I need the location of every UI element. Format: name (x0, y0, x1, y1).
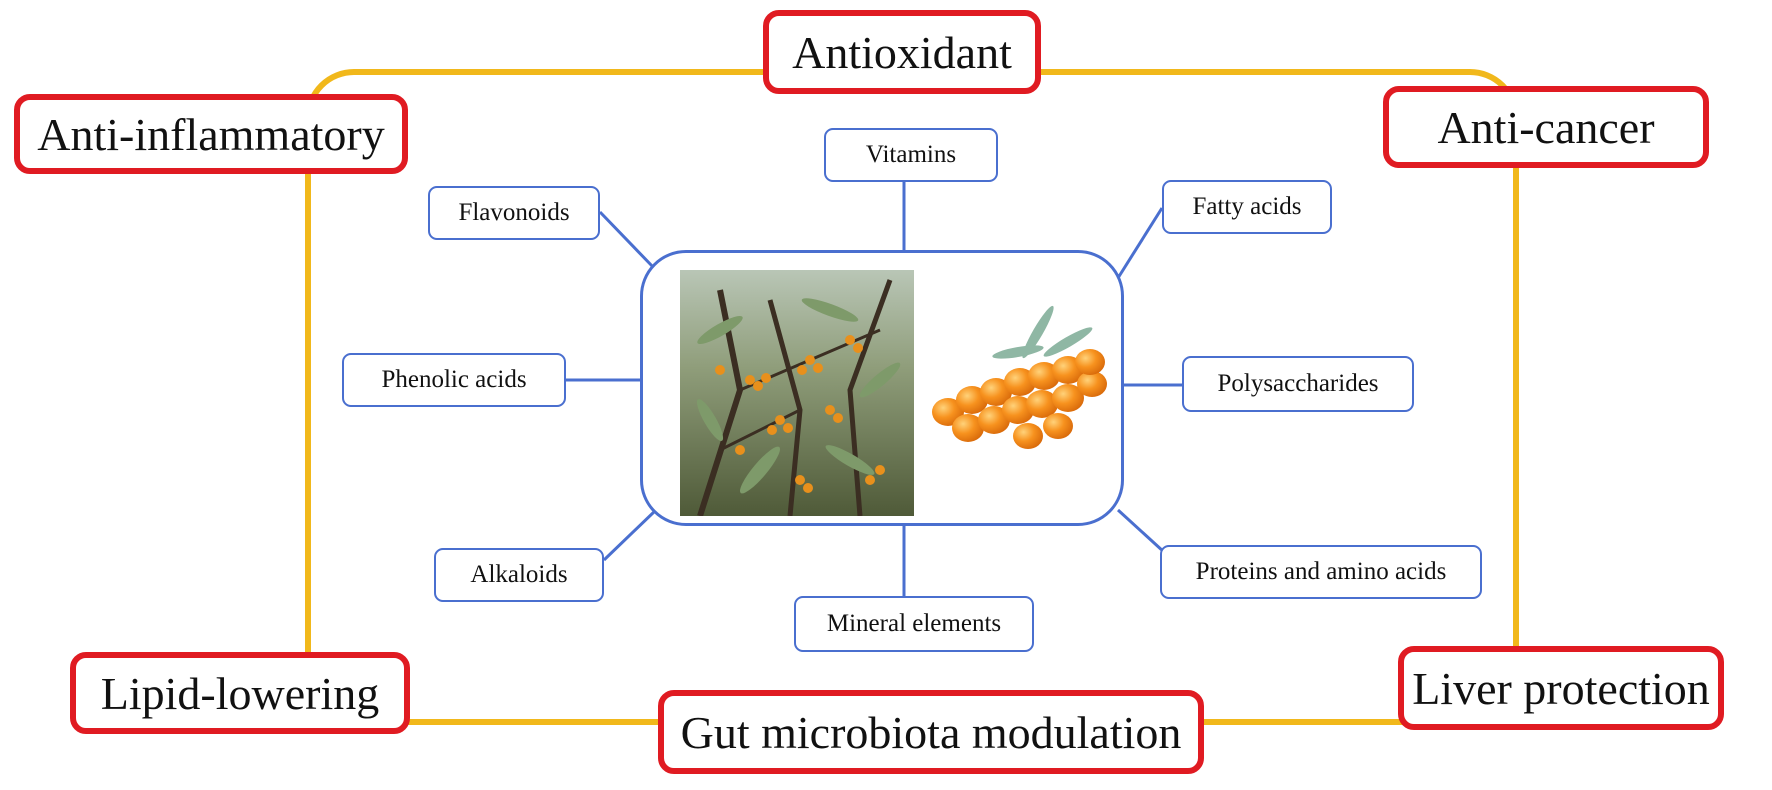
component-fatty-acids: Fatty acids (1162, 180, 1332, 234)
activity-antioxidant: Antioxidant (763, 10, 1041, 94)
connector-flavonoids (598, 210, 656, 270)
component-proteins-label: Proteins and amino acids (1195, 558, 1447, 585)
component-alkaloids-label: Alkaloids (470, 561, 568, 588)
activity-lipid-lowering-label: Lipid-lowering (100, 667, 380, 719)
activity-anti-inflammatory-label: Anti-inflammatory (37, 108, 385, 160)
activity-gut-microbiota-modulation: Gut microbiota modulation (658, 690, 1204, 774)
component-proteins-and-amino-acids: Proteins and amino acids (1160, 545, 1482, 599)
activity-anti-inflammatory: Anti-inflammatory (14, 94, 408, 174)
connector-alkaloids (602, 508, 658, 562)
activity-lipid-lowering: Lipid-lowering (70, 652, 410, 734)
component-alkaloids: Alkaloids (434, 548, 604, 602)
component-flavonoids-label: Flavonoids (458, 199, 570, 226)
component-flavonoids: Flavonoids (428, 186, 600, 240)
sea-buckthorn-berries-photo (918, 292, 1118, 482)
activity-antioxidant-label: Antioxidant (792, 26, 1012, 78)
connector-proteins (1116, 508, 1166, 554)
component-vitamins: Vitamins (824, 128, 998, 182)
component-vitamins-label: Vitamins (865, 141, 957, 168)
component-fatty-acids-label: Fatty acids (1192, 193, 1302, 220)
activity-anti-cancer-label: Anti-cancer (1437, 101, 1655, 153)
activity-liver-protection: Liver protection (1398, 646, 1724, 730)
component-polysaccharides: Polysaccharides (1182, 356, 1414, 412)
activity-liver-protection-label: Liver protection (1412, 662, 1710, 714)
sea-buckthorn-tree-photo (680, 270, 914, 516)
connector-fatty-acids (1116, 207, 1164, 279)
component-phenolic-acids-label: Phenolic acids (381, 366, 527, 393)
component-polysaccharides-label: Polysaccharides (1217, 370, 1379, 397)
component-mineral-elements: Mineral elements (794, 596, 1034, 652)
component-phenolic-acids: Phenolic acids (342, 353, 566, 407)
component-mineral-elements-label: Mineral elements (826, 610, 1002, 637)
activity-anti-cancer: Anti-cancer (1383, 86, 1709, 168)
activity-gut-microbiota-label: Gut microbiota modulation (680, 706, 1182, 758)
